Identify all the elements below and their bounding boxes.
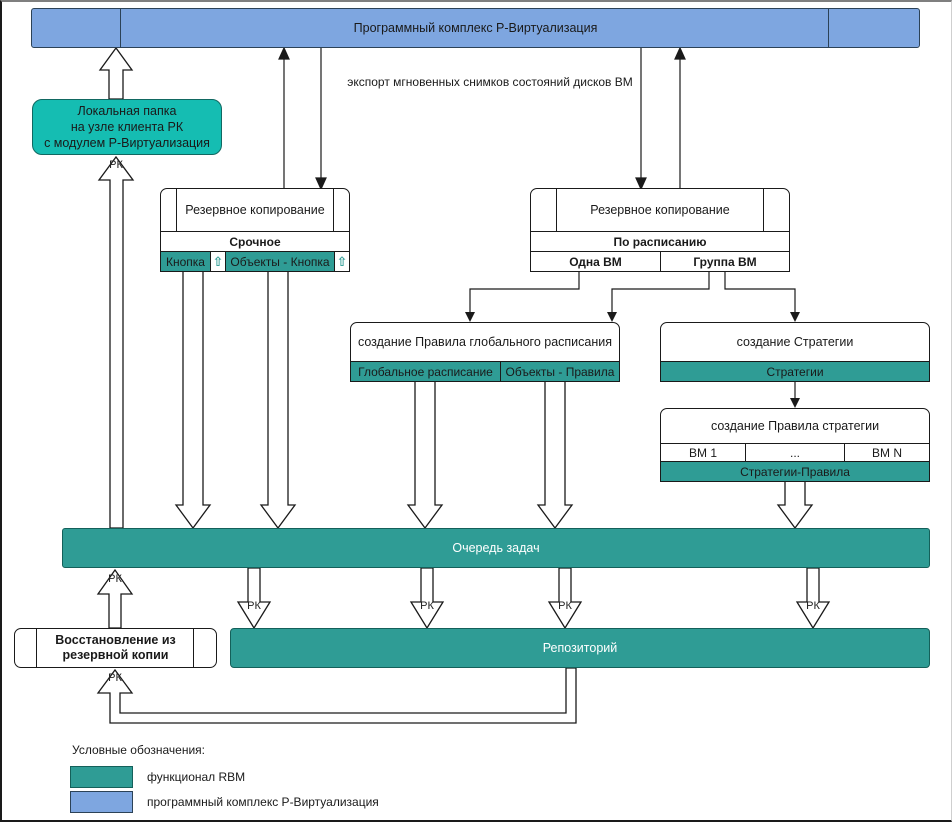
arrow-down-platform-to-left-backup <box>315 48 327 191</box>
hollow-arrow-global-schedule-to-queue <box>406 379 444 530</box>
rk-label-repo-4: РК <box>806 600 820 612</box>
backup-urgent-cells: Кнопка ⇧ Объекты - Кнопка ⇧ <box>160 251 350 272</box>
cell-odna-vm: Одна ВМ <box>530 251 661 272</box>
cell-vm-ellipsis: ... <box>745 443 845 462</box>
rk-label-repo-1: РК <box>247 600 261 612</box>
global-schedule-title-row: создание Правила глобального расписания <box>350 322 620 362</box>
hollow-arrow-knopka-to-queue <box>174 267 212 530</box>
legend-swatch-platform <box>70 791 133 813</box>
strategy-rule-footer-row: Стратегии-Правила <box>660 461 930 482</box>
platform-bar: Программный комплекс Р-Виртуализация <box>31 8 920 48</box>
platform-bar-divider-left <box>120 9 121 47</box>
rk-label-local-folder: РК <box>109 159 123 171</box>
cell-vm-n: ВМ N <box>844 443 930 462</box>
legend-label-rbm: функционал RBM <box>147 770 246 784</box>
cell-vm-1: ВМ 1 <box>660 443 746 462</box>
cell-knopka: Кнопка <box>160 251 211 272</box>
task-queue-bar: Очередь задач <box>62 528 930 568</box>
cell-global-schedule: Глобальное расписание <box>350 361 501 382</box>
backup-urgent-mode: Срочное <box>160 231 350 252</box>
backup-scheduled-title: Резервное копирование <box>590 203 730 217</box>
hollow-arrow-queue-to-local-folder <box>97 155 135 529</box>
backup-scheduled-cells: Одна ВМ Группа ВМ <box>530 251 790 272</box>
restore-divider-right <box>193 629 194 667</box>
restore-divider-left <box>36 629 37 667</box>
strategy-rule-vm-cells: ВМ 1 ... ВМ N <box>660 443 930 462</box>
backup-urgent-title: Резервное копирование <box>185 203 325 217</box>
cell-strategies: Стратегии <box>660 361 930 382</box>
legend-label-platform: программный комплекс Р-Виртуализация <box>147 795 379 809</box>
backup-scheduled-divider-left <box>556 189 557 231</box>
arrowhead-global-schedule-2 <box>607 312 617 322</box>
strategy-title-row: создание Стратегии <box>660 322 930 362</box>
repository-label: Репозиторий <box>542 641 618 655</box>
restore-line1: Восстановление из <box>55 633 176 647</box>
hollow-arrow-restore-to-queue <box>96 568 134 629</box>
connector-gruppa-vm-to-global-schedule <box>611 268 710 313</box>
cell-gruppa-vm: Группа ВМ <box>660 251 790 272</box>
backup-scheduled-mode: По расписанию <box>530 231 790 252</box>
cell-objects-knopka: Объекты - Кнопка <box>225 251 335 272</box>
upload-arrow-icon: ⇧ <box>210 251 226 272</box>
global-schedule-title: создание Правила глобального расписания <box>357 335 613 349</box>
local-folder-box: Локальная папка на узле клиента РК с мод… <box>32 99 222 155</box>
global-schedule-cells: Глобальное расписание Объекты - Правила <box>350 361 620 382</box>
backup-scheduled-divider-right <box>763 189 764 231</box>
cell-strategy-rules: Стратегии-Правила <box>660 461 930 482</box>
task-queue-label: Очередь задач <box>452 541 540 555</box>
strategy-rule-title-row: создание Правила стратегии <box>660 408 930 444</box>
arrowhead-strategy <box>790 312 800 322</box>
cell-objects-rules: Объекты - Правила <box>500 361 620 382</box>
backup-scheduled-box: Резервное копирование По расписанию Одна… <box>530 188 790 272</box>
rk-label-repo-3: РК <box>558 600 572 612</box>
strategy-rule-box: создание Правила стратегии ВМ 1 ... ВМ N… <box>660 408 930 482</box>
restore-line2: резервной копии <box>62 648 169 662</box>
rk-label-repo-2: РК <box>420 600 434 612</box>
restore-box: Восстановление из резервной копии <box>14 628 217 668</box>
strategy-box: создание Стратегии Стратегии <box>660 322 930 382</box>
local-folder-line1: Локальная папка <box>77 104 177 118</box>
local-folder-line3: с модулем Р-Виртуализация <box>44 136 210 150</box>
arrow-down-platform-to-right-backup <box>635 48 647 191</box>
global-schedule-box: создание Правила глобального расписания … <box>350 322 620 382</box>
hollow-arrow-objects-knopka-to-queue <box>259 267 297 530</box>
hollow-arrow-queue-to-repo-2 <box>409 567 445 630</box>
backup-urgent-box: Резервное копирование Срочное Кнопка ⇧ О… <box>160 188 350 272</box>
hollow-arrow-queue-to-repo-3 <box>547 567 583 630</box>
local-folder-line2: на узле клиента РК <box>70 120 184 134</box>
legend-swatch-rbm <box>70 766 133 788</box>
hollow-arrow-queue-to-repo-1 <box>236 567 272 630</box>
connector-odna-vm-to-global-schedule <box>469 268 580 313</box>
hollow-arrow-local-folder-to-platform <box>98 46 134 100</box>
connector-gruppa-vm-to-strategy <box>724 268 796 313</box>
hollow-arrow-queue-to-repo-4 <box>795 567 831 630</box>
rk-label-restore-return: РК <box>108 672 122 684</box>
arrowhead-strategy-rule <box>790 398 800 408</box>
strategy-cells: Стратегии <box>660 361 930 382</box>
hollow-arrow-objects-rules-to-queue <box>536 379 574 530</box>
backup-urgent-divider-left <box>176 189 177 231</box>
upload-arrow-icon: ⇧ <box>334 251 350 272</box>
arrow-up-left-backup-to-platform <box>278 46 290 188</box>
platform-bar-divider-right <box>828 9 829 47</box>
legend-title: Условные обозначения: <box>72 743 205 757</box>
arrow-up-right-backup-to-platform <box>674 46 686 188</box>
strategy-rule-title: создание Правила стратегии <box>710 419 880 433</box>
hollow-connector-repo-to-restore <box>96 667 577 724</box>
backup-urgent-header: Резервное копирование <box>160 188 350 232</box>
backup-urgent-divider-right <box>333 189 334 231</box>
export-annotation: экспорт мгновенных снимков состояний дис… <box>347 75 633 89</box>
backup-scheduled-header: Резервное копирование <box>530 188 790 232</box>
arrowhead-global-schedule-1 <box>465 312 475 322</box>
hollow-arrow-strategy-rules-to-queue <box>776 479 814 530</box>
rk-label-restore-up: РК <box>108 573 122 585</box>
platform-bar-label: Программный комплекс Р-Виртуализация <box>353 21 598 35</box>
strategy-title: создание Стратегии <box>736 335 854 349</box>
repository-bar: Репозиторий <box>230 628 930 668</box>
